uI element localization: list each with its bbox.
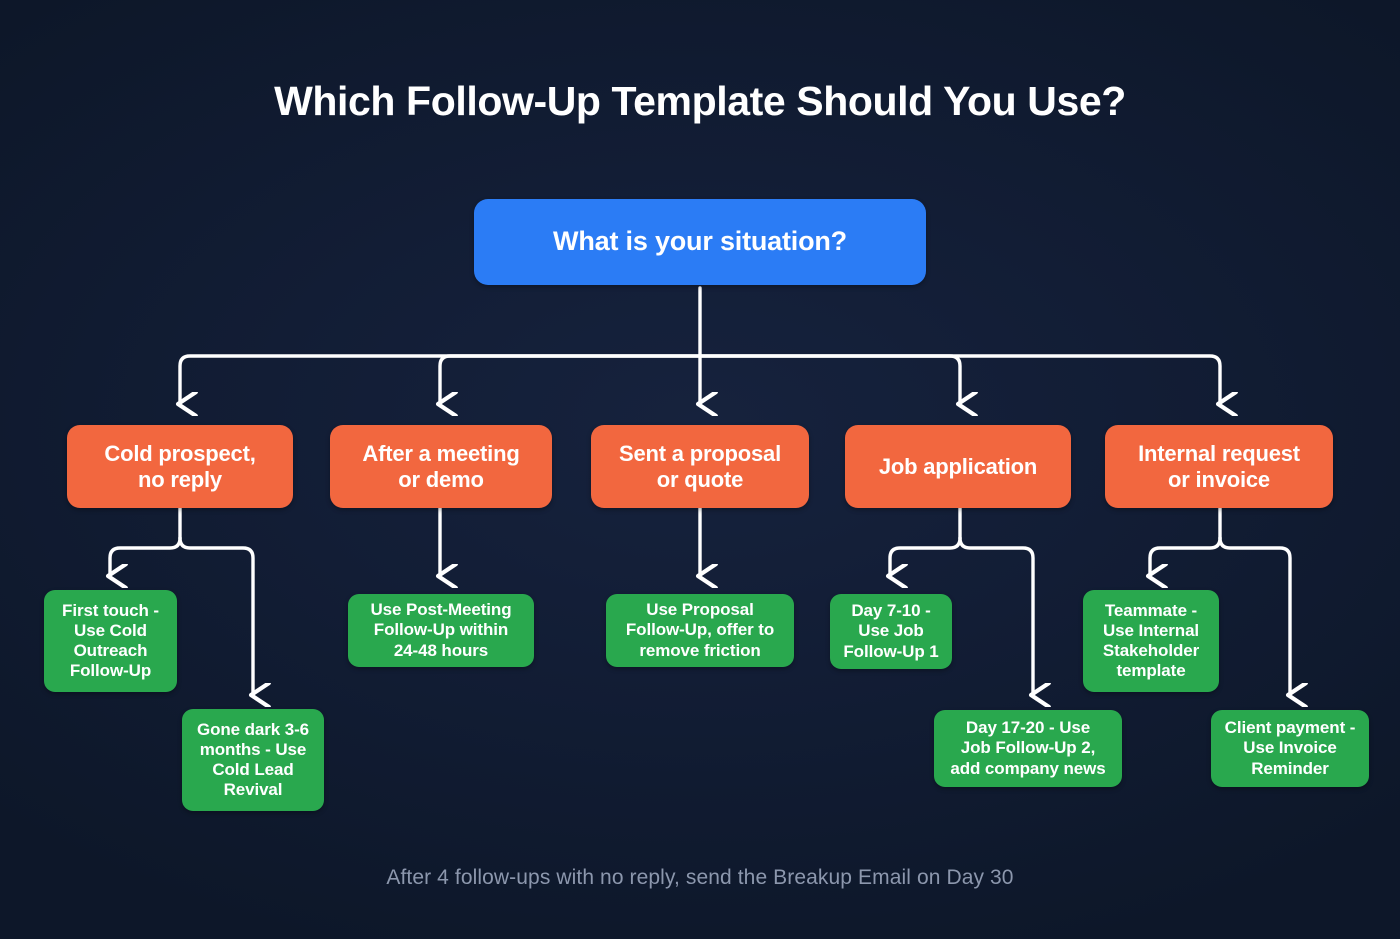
connector-bus-right-1 [698,354,960,404]
node-category-label: Job application [878,453,1038,479]
connector-cat1-to-leaf1 [110,536,182,576]
node-category-label: After a meeting or demo [362,440,520,492]
node-leaf-day-7-10-job-follow-up-1[interactable]: Day 7-10 - Use Job Follow-Up 1 [830,594,952,669]
node-leaf-label: Use Post-Meeting Follow-Up within 24-48 … [370,600,512,660]
page-title: Which Follow-Up Template Should You Use? [274,78,1126,124]
node-category-internal-request[interactable]: Internal request or invoice [1105,425,1333,508]
node-category-job-application[interactable]: Job application [845,425,1071,508]
node-category-cold-prospect[interactable]: Cold prospect, no reply [67,425,293,508]
connector-cat5-to-leaf7 [1150,536,1222,576]
node-leaf-label: Client payment - Use Invoice Reminder [1224,718,1356,778]
node-leaf-label: First touch - Use Cold Outreach Follow-U… [62,600,159,681]
node-leaf-post-meeting-follow-up[interactable]: Use Post-Meeting Follow-Up within 24-48 … [348,594,534,667]
node-leaf-label: Use Proposal Follow-Up, offer to remove … [625,600,775,660]
footer-note: After 4 follow-ups with no reply, send t… [386,866,1014,889]
node-leaf-label: Day 17-20 - Use Job Follow-Up 2, add com… [950,718,1106,778]
connector-bus-left-2 [440,354,702,404]
connector-cat1-to-leaf2 [178,536,253,695]
node-leaf-gone-dark-cold-lead-revival[interactable]: Gone dark 3-6 months - Use Cold Lead Rev… [182,709,324,811]
node-leaf-label: Teammate - Use Internal Stakeholder temp… [1102,600,1200,681]
connector-bus-right-2 [698,354,1220,404]
node-root-situation[interactable]: What is your situation? [474,199,926,285]
node-leaf-client-payment-invoice-reminder[interactable]: Client payment - Use Invoice Reminder [1211,710,1369,787]
node-category-sent-proposal[interactable]: Sent a proposal or quote [591,425,809,508]
connector-bus-left-1 [180,354,702,404]
node-category-label: Sent a proposal or quote [618,440,782,492]
connector-cat4-to-leaf5 [890,536,962,576]
connector-cat5-to-leaf8 [1218,536,1290,695]
node-leaf-first-touch-cold-outreach[interactable]: First touch - Use Cold Outreach Follow-U… [44,590,177,692]
node-leaf-label: Day 7-10 - Use Job Follow-Up 1 [843,601,939,661]
node-category-label: Cold prospect, no reply [104,440,256,492]
node-leaf-teammate-internal-stakeholder[interactable]: Teammate - Use Internal Stakeholder temp… [1083,590,1219,692]
node-category-label: Internal request or invoice [1138,440,1300,492]
node-leaf-label: Gone dark 3-6 months - Use Cold Lead Rev… [196,719,310,800]
connector-cat4-to-leaf6 [958,536,1033,695]
node-category-after-meeting[interactable]: After a meeting or demo [330,425,552,508]
node-leaf-day-17-20-job-follow-up-2[interactable]: Day 17-20 - Use Job Follow-Up 2, add com… [934,710,1122,787]
node-leaf-proposal-follow-up[interactable]: Use Proposal Follow-Up, offer to remove … [606,594,794,667]
node-root-label: What is your situation? [553,226,847,257]
